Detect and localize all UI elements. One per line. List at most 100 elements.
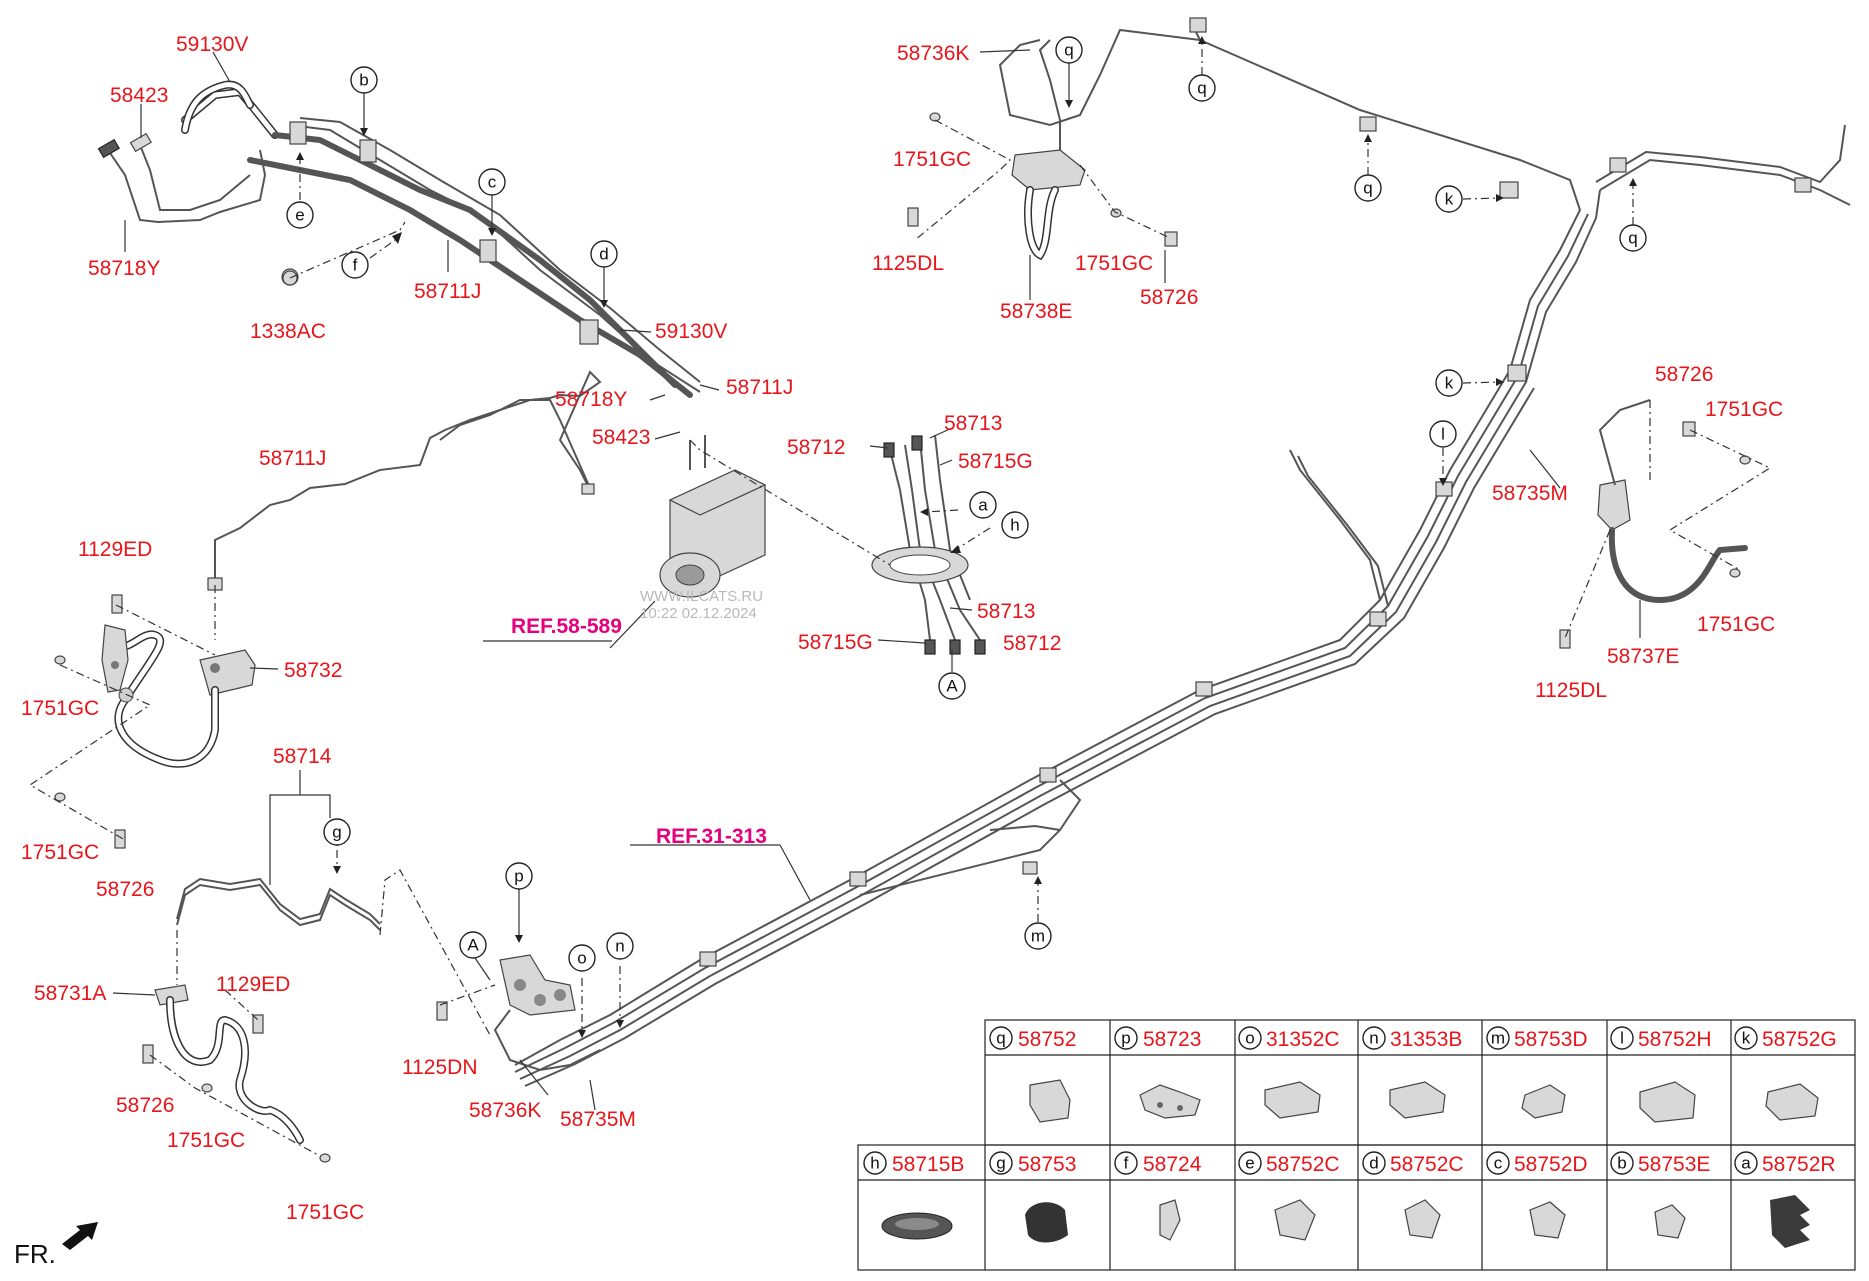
table-part-58752: 58752 (1018, 1028, 1076, 1051)
callout-l-text: l (1441, 425, 1445, 444)
label-1125DL: 1125DL (1535, 679, 1607, 702)
bracket-58732-hose (101, 624, 256, 768)
callout-h-text: h (1010, 516, 1019, 535)
pipe-58714-hose-58731A (154, 877, 381, 1144)
junction-fittings (871, 434, 986, 655)
label-58711J: 58711J (259, 447, 326, 470)
watermark: WWW.ILCATS.RU 10:22 02.12.2024 (640, 588, 763, 622)
label-1338AC: 1338AC (250, 320, 326, 343)
callout-b: b (350, 66, 378, 94)
table-part-58753E: 58753E (1638, 1153, 1710, 1176)
table-letter-g: g (996, 1154, 1005, 1173)
table-sketch-d (1404, 1199, 1441, 1239)
callout-e-text: e (295, 206, 304, 225)
callout-A2: A (459, 931, 487, 959)
table-letter-a: a (1741, 1154, 1751, 1173)
table-letter-e: e (1245, 1154, 1254, 1173)
table-sketch-o (1264, 1081, 1321, 1119)
table-part-58715B: 58715B (892, 1153, 964, 1176)
ref-58-589: REF.58-589 (511, 615, 622, 638)
label-58715G: 58715G (958, 450, 1033, 473)
label-58735M: 58735M (560, 1108, 636, 1131)
label-58713: 58713 (977, 600, 1035, 623)
label-1751GC: 1751GC (893, 148, 971, 171)
table-cell-n: n 31353B (1362, 1026, 1462, 1051)
callout-m-text: m (1031, 927, 1045, 946)
ref-31-313: REF.31-313 (656, 825, 767, 848)
label-1751GC: 1751GC (21, 841, 99, 864)
line-clips (699, 17, 1812, 967)
table-letter-o: o (1245, 1029, 1254, 1048)
parts-table: q 58752 p 58723 o 31352C n 31353B m 5875… (857, 1019, 1856, 1271)
table-sketch-b (1654, 1204, 1686, 1239)
table-sketch-l (1639, 1081, 1696, 1123)
reference-labels: REF.58-589 REF.31-313 (511, 615, 767, 848)
label-58736K: 58736K (469, 1099, 541, 1122)
table-cell-d: d 58752C (1362, 1151, 1464, 1176)
callout-d: d (590, 240, 618, 268)
callout-q1-text: q (1064, 41, 1073, 60)
table-letter-m: m (1491, 1029, 1505, 1048)
label-58712: 58712 (787, 436, 845, 459)
callout-n-text: n (615, 937, 624, 956)
table-part-58752H: 58752H (1638, 1028, 1712, 1051)
label-58711J: 58711J (726, 376, 793, 399)
label-1751GC: 1751GC (1697, 613, 1775, 636)
label-58731A: 58731A (34, 982, 106, 1005)
front-arrow-icon (62, 1222, 98, 1250)
assembly-dash-lines (28, 119, 1772, 1157)
table-cell-m: m 58753D (1486, 1026, 1588, 1051)
part-labels: 59130V 58423 58718Y 1338AC 58711J 59130V… (21, 33, 1783, 1224)
table-sketch-m (1521, 1084, 1566, 1119)
label-58738E: 58738E (1000, 300, 1072, 323)
callout-q4-text: q (1628, 229, 1637, 248)
table-sketch-k (1765, 1083, 1819, 1121)
callout-k2-text: k (1445, 374, 1454, 393)
bracket-58723 (493, 954, 601, 1072)
table-letter-d: d (1369, 1154, 1378, 1173)
callout-A1-text: A (946, 677, 958, 696)
label-58715G: 58715G (798, 631, 873, 654)
label-58714: 58714 (273, 745, 332, 768)
label-59130V: 59130V (655, 320, 727, 343)
label-1751GC: 1751GC (21, 697, 99, 720)
table-sketch-g (1025, 1202, 1068, 1243)
table-cell-q: q 58752 (989, 1026, 1076, 1051)
callout-p: p (505, 862, 533, 890)
label-1751GC: 1751GC (286, 1201, 364, 1224)
callout-g: g (323, 818, 351, 846)
callout-A2-text: A (467, 936, 479, 955)
callout-a: a (969, 491, 997, 519)
callout-q2-text: q (1197, 79, 1206, 98)
callout-a-text: a (978, 496, 988, 515)
callout-q3-text: q (1363, 179, 1372, 198)
table-letter-c: c (1494, 1154, 1503, 1173)
front-orientation-label: FR. (14, 1239, 56, 1269)
table-cell-g: g 58753 (989, 1151, 1076, 1176)
table-cell-l: l 58752H (1610, 1026, 1712, 1051)
callout-m: m (1024, 922, 1052, 950)
table-part-58752R: 58752R (1762, 1153, 1836, 1176)
callout-o-text: o (577, 949, 586, 968)
label-58732: 58732 (284, 659, 342, 682)
label-58712: 58712 (1003, 632, 1061, 655)
callout-d-text: d (599, 245, 608, 264)
watermark-line2: 10:22 02.12.2024 (640, 605, 757, 622)
table-part-58724: 58724 (1143, 1153, 1202, 1176)
label-58726: 58726 (1140, 286, 1198, 309)
label-58726: 58726 (1655, 363, 1713, 386)
callout-q3: q (1354, 174, 1382, 202)
table-sketch-h (881, 1212, 953, 1240)
callout-q2: q (1188, 74, 1216, 102)
label-58726: 58726 (116, 1094, 174, 1117)
bracket-58737E (1597, 399, 1748, 604)
table-part-58752C: 58752C (1390, 1153, 1464, 1176)
label-58711J: 58711J (414, 280, 481, 303)
label-58736K: 58736K (897, 42, 969, 65)
label-58423: 58423 (592, 426, 650, 449)
bracket-58738E (1011, 39, 1086, 261)
table-cell-b: b 58753E (1610, 1151, 1710, 1176)
callout-e: e (286, 201, 314, 229)
front-orientation: FR. (14, 1222, 98, 1269)
